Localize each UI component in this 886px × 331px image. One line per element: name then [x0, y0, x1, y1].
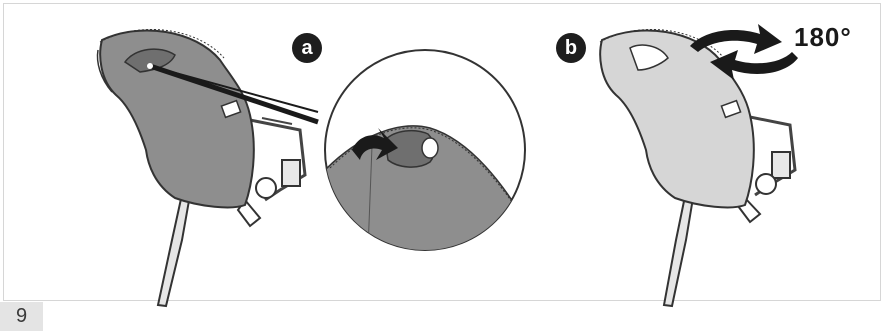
step-badge-a: a [292, 33, 322, 63]
rotation-angle-label: 180° [794, 22, 852, 53]
step-badge-b: b [556, 33, 586, 63]
step-number-box: 9 [0, 302, 43, 331]
step-number: 9 [16, 305, 27, 328]
badge-label: a [301, 37, 312, 60]
seat-cover-dark-icon [98, 29, 318, 306]
badge-label: b [565, 37, 577, 60]
zipper-detail-magnifier-icon [325, 50, 530, 260]
